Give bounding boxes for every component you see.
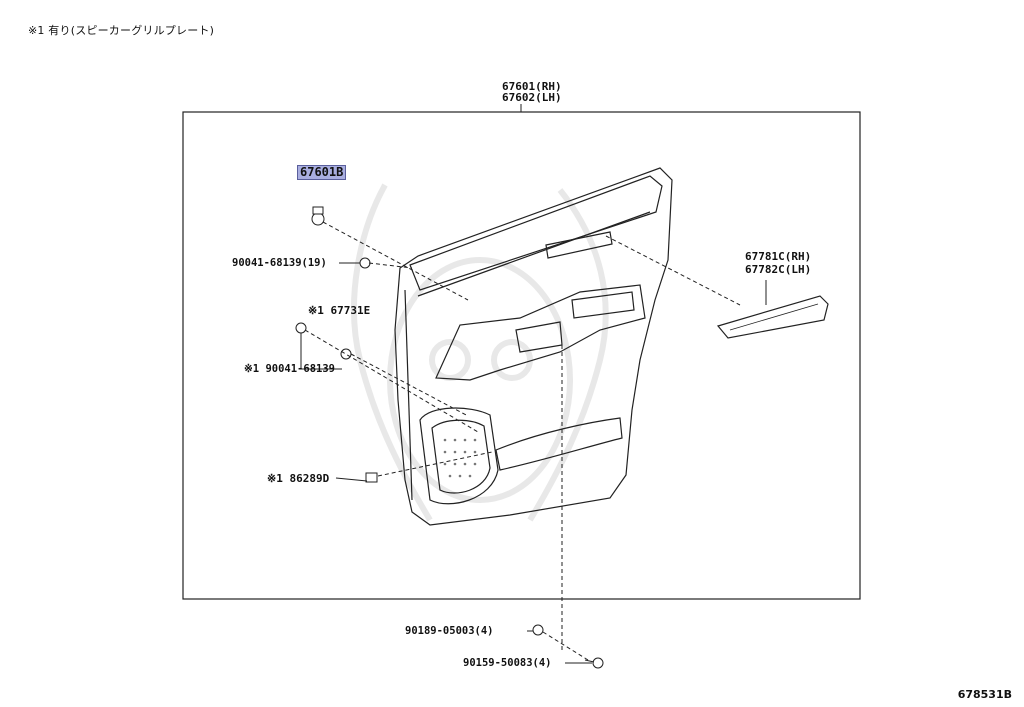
clip-90041	[340, 348, 352, 360]
trim-strip	[716, 295, 829, 339]
label-90189-05003[interactable]: 90189-05003(4)	[405, 625, 494, 637]
leader-lines	[300, 262, 767, 664]
label-67601b-highlighted[interactable]: 67601B	[297, 165, 347, 180]
screw-90159	[584, 657, 604, 669]
label-67731e[interactable]: ※1 67731E	[308, 304, 371, 317]
dashed-leaders	[304, 221, 741, 661]
assembly-frame	[182, 111, 861, 600]
label-assembly-rh[interactable]: 67601(RH)	[502, 80, 562, 93]
label-90159-50083[interactable]: 90159-50083(4)	[463, 657, 552, 669]
speaker-grille	[443, 438, 477, 478]
label-assembly-lh[interactable]: 67602(LH)	[502, 91, 562, 104]
label-86289d[interactable]: ※1 86289D	[267, 472, 330, 485]
figure-id: 678531B	[957, 688, 1012, 701]
label-67782c-lh[interactable]: 67782C(LH)	[745, 263, 812, 276]
part-86289d	[365, 472, 378, 483]
label-90041-68139-19[interactable]: 90041-68139(19)	[232, 257, 327, 269]
clip-67601b	[311, 206, 325, 226]
clip-90189	[532, 624, 544, 636]
clip-90041-19	[359, 257, 371, 269]
watermark-emblem	[351, 183, 609, 522]
label-67781c-rh[interactable]: 67781C(RH)	[745, 250, 812, 263]
label-90041-68139[interactable]: ※1 90041-68139	[244, 363, 335, 375]
footnote-text: ※1 有り(スピーカーグリルプレート)	[28, 24, 215, 37]
